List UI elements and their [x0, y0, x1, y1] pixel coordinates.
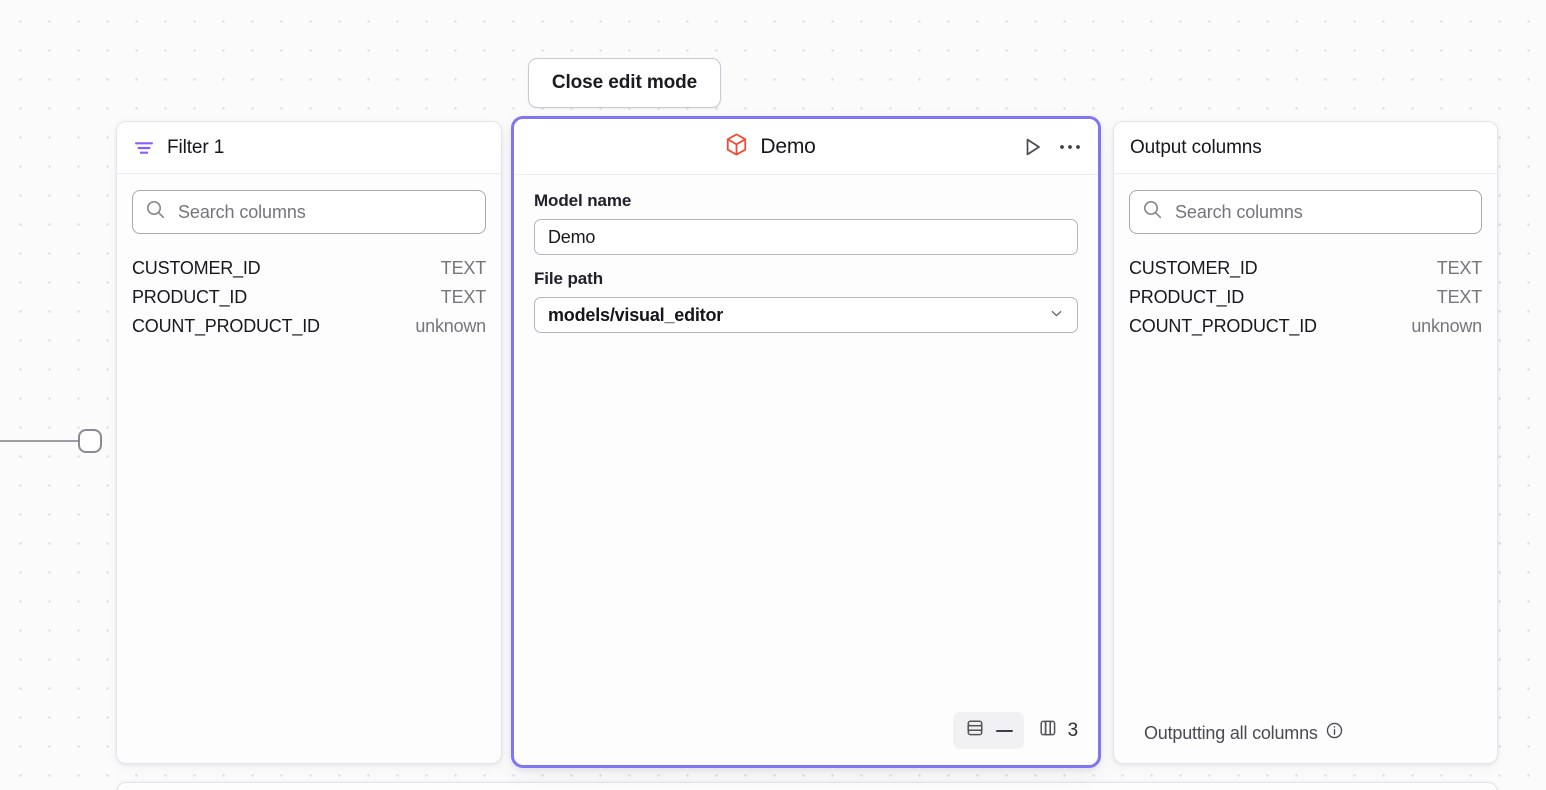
column-type: unknown: [415, 316, 486, 336]
list-item[interactable]: PRODUCT_ID TEXT: [1129, 283, 1482, 312]
bottom-partial-panel[interactable]: [116, 782, 1498, 790]
output-columns-panel[interactable]: Output columns Search columns CUSTOMER_I…: [1113, 121, 1498, 764]
filter-panel-body: Search columns CUSTOMER_ID TEXT PRODUCT_…: [117, 174, 501, 763]
column-count-value: 3: [1067, 719, 1079, 741]
more-options-icon[interactable]: [1058, 143, 1082, 151]
column-name: PRODUCT_ID: [1129, 287, 1245, 307]
search-icon: [145, 199, 166, 225]
columns-icon: [1037, 717, 1059, 744]
file-path-value: models/visual_editor: [548, 304, 724, 325]
info-icon[interactable]: [1325, 721, 1344, 745]
file-path-label: File path: [534, 269, 603, 288]
column-type: TEXT: [440, 258, 486, 278]
demo-form: Model name Demo File path models/visual_…: [514, 175, 1098, 333]
column-name: PRODUCT_ID: [132, 287, 248, 307]
chevron-down-icon: [1049, 305, 1064, 326]
filter-column-list: CUSTOMER_ID TEXT PRODUCT_ID TEXT COUNT_P…: [132, 254, 486, 341]
file-path-select[interactable]: models/visual_editor: [534, 297, 1078, 333]
filter-panel[interactable]: Filter 1 Search columns CUSTOMER_ID TEXT: [116, 121, 502, 764]
list-item[interactable]: COUNT_PRODUCT_ID unknown: [132, 312, 486, 341]
output-column-list: CUSTOMER_ID TEXT PRODUCT_ID TEXT COUNT_P…: [1129, 254, 1482, 341]
output-panel-body: Search columns CUSTOMER_ID TEXT PRODUCT_…: [1114, 174, 1497, 763]
demo-panel-footer: 3: [514, 712, 1098, 765]
output-panel-title: Output columns: [1130, 136, 1262, 158]
demo-panel-title-group: Demo: [724, 132, 816, 162]
list-item[interactable]: COUNT_PRODUCT_ID unknown: [1129, 312, 1482, 341]
connection-edge: [0, 440, 80, 442]
filter-icon: [133, 137, 155, 159]
column-name: COUNT_PRODUCT_ID: [1129, 316, 1317, 336]
demo-panel-actions: [1020, 135, 1084, 159]
column-name: CUSTOMER_ID: [132, 258, 261, 278]
demo-panel-title: Demo: [760, 134, 816, 158]
column-name: CUSTOMER_ID: [1129, 258, 1258, 278]
output-search-input[interactable]: Search columns: [1129, 190, 1482, 234]
column-name: COUNT_PRODUCT_ID: [132, 316, 320, 336]
output-search-placeholder: Search columns: [1175, 201, 1303, 222]
demo-model-panel[interactable]: Demo Model name Demo: [511, 116, 1101, 768]
column-type: unknown: [1411, 316, 1482, 336]
list-item[interactable]: CUSTOMER_ID TEXT: [1129, 254, 1482, 283]
column-type: TEXT: [440, 287, 486, 307]
demo-panel-header: Demo: [514, 119, 1098, 175]
column-type: TEXT: [1436, 258, 1482, 278]
search-icon: [1142, 199, 1163, 225]
output-panel-header: Output columns: [1114, 122, 1497, 174]
output-footer-text: Outputting all columns: [1144, 722, 1318, 743]
model-name-label: Model name: [534, 191, 632, 210]
filter-search-placeholder: Search columns: [178, 201, 306, 222]
filter-panel-header: Filter 1: [117, 122, 501, 174]
close-edit-mode-button[interactable]: Close edit mode: [528, 58, 721, 108]
connection-handle[interactable]: [78, 429, 102, 453]
model-name-input[interactable]: Demo: [534, 219, 1078, 255]
row-count-chip[interactable]: [952, 712, 1024, 749]
list-item[interactable]: CUSTOMER_ID TEXT: [132, 254, 486, 283]
output-panel-footer: Outputting all columns: [1129, 721, 1482, 763]
column-count-chip[interactable]: 3: [1037, 717, 1078, 744]
row-count-value: [995, 729, 1013, 732]
filter-panel-title: Filter 1: [167, 136, 225, 158]
list-item[interactable]: PRODUCT_ID TEXT: [132, 283, 486, 312]
filter-search-input[interactable]: Search columns: [132, 190, 486, 234]
cube-icon: [724, 132, 749, 162]
run-icon[interactable]: [1020, 135, 1044, 159]
column-type: TEXT: [1436, 287, 1482, 307]
rows-icon: [964, 717, 986, 744]
